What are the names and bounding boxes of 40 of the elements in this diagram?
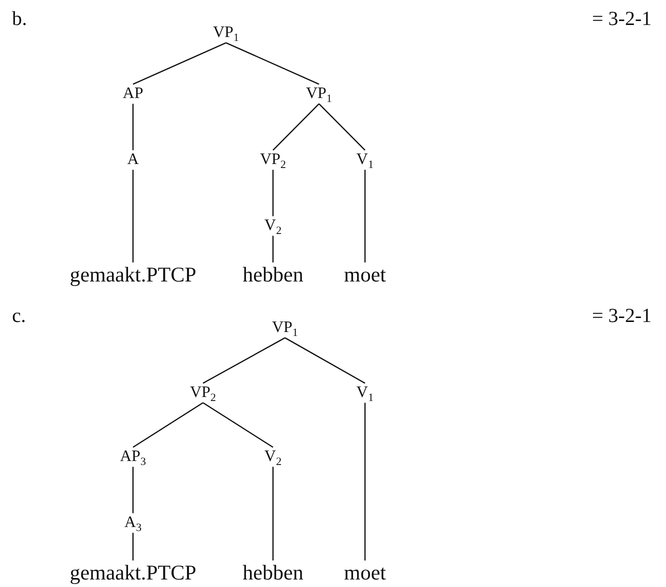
category-label: AP [122, 85, 144, 103]
category-label: V$_{2}$ [264, 217, 282, 235]
category-label: VP$_{2}$ [260, 151, 286, 169]
category-label: A [127, 151, 139, 169]
tree-branch [132, 466, 134, 514]
tree-branch [132, 42, 226, 85]
word-label: hebben [242, 263, 304, 287]
tree-branch [364, 170, 366, 262]
word-label: gemaakt.PTCP [70, 263, 196, 287]
example-letter: c. [12, 305, 26, 328]
category-label: AP$_{3}$ [120, 448, 146, 466]
category-label: VP$_{1}$ [212, 24, 240, 42]
example-letter: b. [12, 8, 27, 31]
category-label: VP$_{1}$ [272, 319, 298, 337]
order-label: = 3-2-1 [592, 305, 652, 328]
tree-branch [284, 337, 366, 384]
tree-branch [132, 104, 134, 150]
tree-branch [132, 402, 204, 448]
word-label: gemaakt.PTCP [70, 561, 196, 585]
word-label: hebben [242, 561, 304, 585]
category-label: VP$_{1}$ [306, 85, 332, 103]
word-label: moet [344, 263, 386, 287]
tree-branch [272, 236, 274, 262]
order-label: = 3-2-1 [592, 8, 652, 31]
category-label: A$_{3}$ [124, 514, 142, 532]
category-label: VP$_{2}$ [190, 384, 216, 402]
category-label: V$_{2}$ [264, 448, 282, 466]
tree-branch [132, 532, 134, 560]
tree-branch [318, 103, 366, 151]
tree-branch [202, 337, 286, 384]
category-label: V$_{1}$ [356, 384, 374, 402]
tree-branch [364, 402, 366, 560]
category-label: V$_{1}$ [356, 151, 374, 169]
tree-branch [132, 170, 134, 262]
tree-branch [202, 402, 274, 448]
tree-branch [226, 42, 320, 85]
word-label: moet [344, 561, 386, 585]
tree-branch [272, 103, 320, 151]
tree-branch [272, 170, 274, 216]
tree-branch [272, 466, 274, 560]
